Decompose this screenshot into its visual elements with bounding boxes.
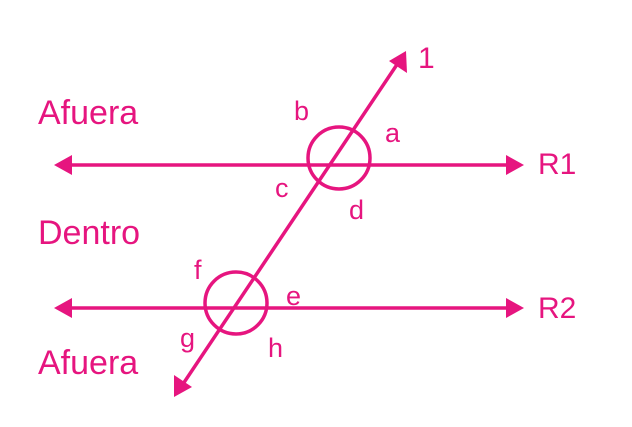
- arrowhead-transversal-top: [389, 51, 407, 73]
- line-label-transversal: 1: [418, 42, 435, 75]
- angle-label-e: e: [286, 281, 301, 311]
- arrowhead-r2-left: [54, 298, 72, 318]
- angle-label-g: g: [180, 323, 195, 353]
- arrowhead-transversal-bottom: [174, 375, 192, 397]
- transversal-line: [181, 61, 400, 386]
- angle-label-h: h: [268, 333, 283, 363]
- line-label-r1: R1: [538, 148, 576, 181]
- angle-label-b: b: [294, 96, 309, 126]
- line-label-r2: R2: [538, 292, 576, 325]
- arrowhead-r1-right: [506, 155, 524, 175]
- angle-label-a: a: [385, 118, 401, 148]
- intersection-circle-r1: [306, 125, 372, 191]
- angle-label-d: d: [349, 195, 364, 225]
- arrowhead-r2-right: [506, 298, 524, 318]
- arrowhead-r1-left: [54, 155, 72, 175]
- region-label-bottom-outside: Afuera: [38, 344, 138, 382]
- angle-label-c: c: [275, 173, 289, 203]
- region-label-inside: Dentro: [38, 214, 140, 252]
- region-label-top-outside: Afuera: [38, 94, 138, 132]
- angle-label-f: f: [194, 255, 202, 285]
- intersection-circle-r2: [203, 270, 269, 336]
